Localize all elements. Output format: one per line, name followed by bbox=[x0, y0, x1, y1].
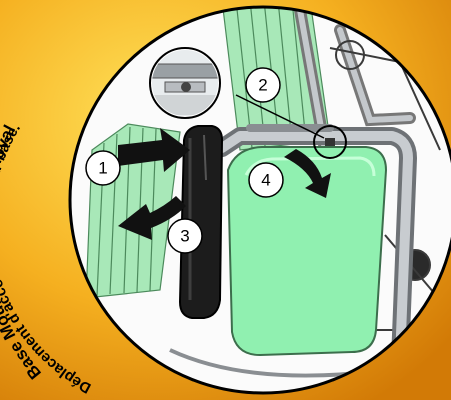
step-4-label: 4 bbox=[261, 171, 270, 190]
step-2-marker: 2 bbox=[246, 68, 280, 102]
step-2-label: 2 bbox=[258, 76, 267, 95]
step-4-marker: 4 bbox=[249, 163, 283, 197]
zoom-inset bbox=[150, 48, 220, 120]
step-3-marker: 3 bbox=[168, 219, 202, 253]
step-1-marker: 1 bbox=[86, 151, 120, 185]
step-1-label: 1 bbox=[98, 159, 107, 178]
step-3-label: 3 bbox=[180, 227, 189, 246]
